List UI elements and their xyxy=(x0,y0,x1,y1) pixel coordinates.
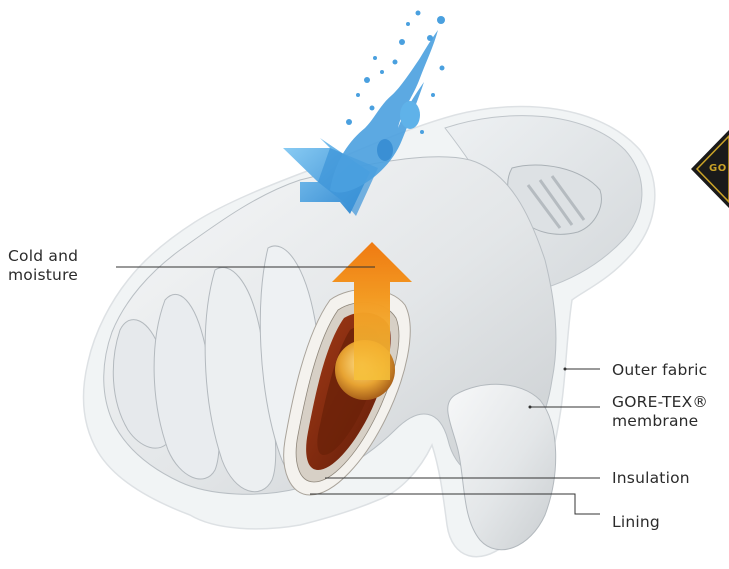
label-lining: Lining xyxy=(612,513,660,532)
label-cold-line2: moisture xyxy=(8,266,78,285)
label-gore-tex-membrane: GORE-TEX® membrane xyxy=(612,393,708,431)
label-gore-line1: GORE-TEX® xyxy=(612,393,708,412)
label-outer-fabric: Outer fabric xyxy=(612,361,707,380)
label-insulation: Insulation xyxy=(612,469,690,488)
label-cold-and-moisture: Cold and moisture xyxy=(8,247,78,285)
label-gore-line2: membrane xyxy=(612,412,708,431)
label-cold-line1: Cold and xyxy=(8,247,78,266)
gore-tex-badge-text: GO xyxy=(709,163,727,174)
